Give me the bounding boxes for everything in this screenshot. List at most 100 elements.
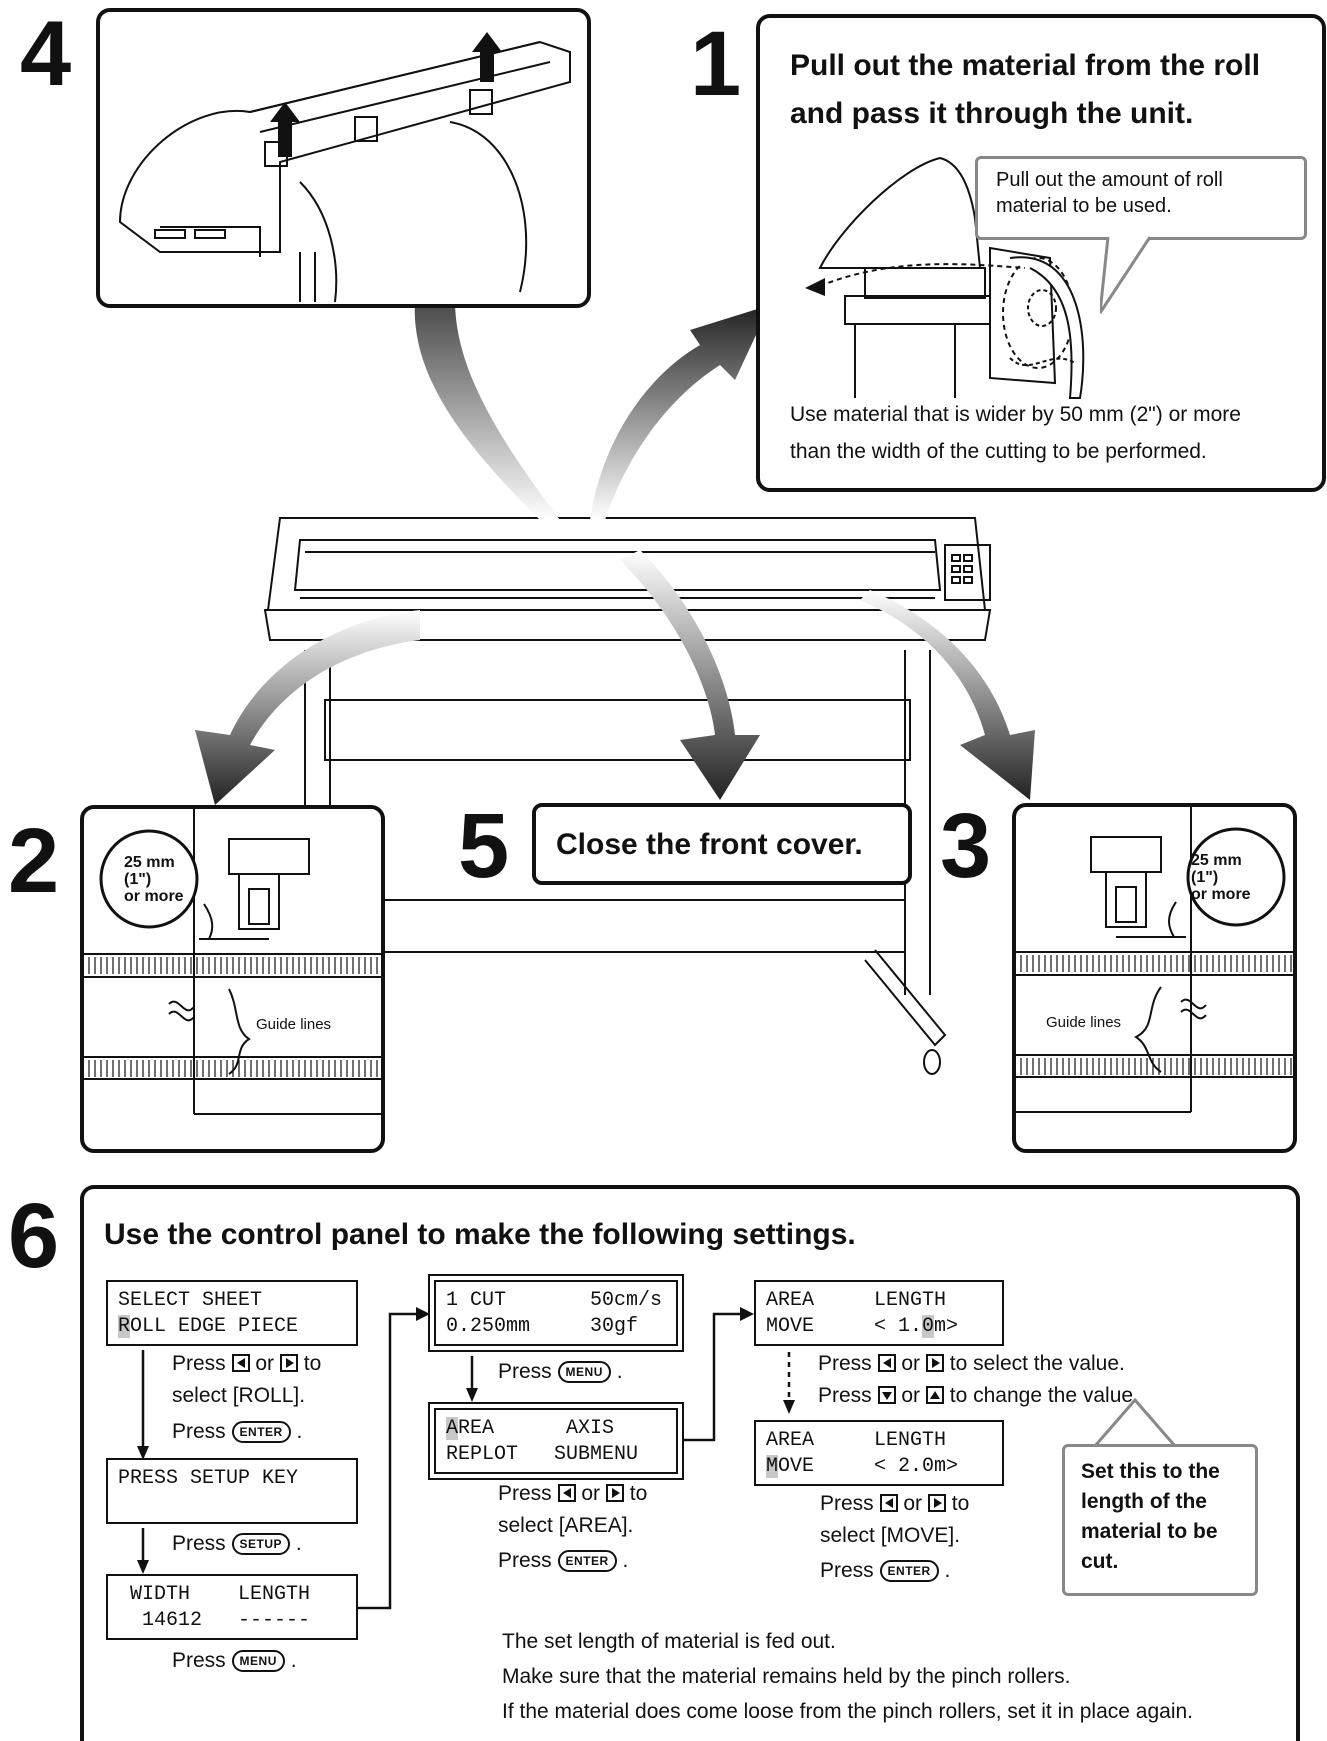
step-6-foot-line-1: The set length of material is fed out. [502, 1630, 836, 1653]
lcd-select-sheet-line-2: OLL EDGE PIECE [130, 1315, 299, 1338]
connector-arrow-2 [684, 1307, 754, 1442]
roll-feed-illustration [805, 156, 1085, 399]
step-1-title-line-2: and pass it through the unit. [790, 97, 1194, 130]
step-6-title: Use the control panel to make the follow… [104, 1218, 856, 1251]
lcd-area-menu: AREA AXIS REPLOT SUBMENU [434, 1408, 678, 1474]
pinch-roller-raise-illustration [118, 32, 571, 303]
enter-key-icon: ENTER [879, 1560, 939, 1582]
guide-line-illustration-right [1016, 807, 1293, 1113]
step-5-panel: Close the front cover. [532, 803, 912, 885]
flow-arrow-3 [466, 1356, 478, 1402]
flow-arrows [195, 255, 1035, 805]
lcd-width-length-line-2: 14612 ------ [118, 1609, 311, 1632]
lcd-area-length-1: AREA LENGTH MOVE < 1.0m> [754, 1280, 1004, 1346]
instr-roll-press: Press or to [172, 1352, 322, 1375]
lcd-select-sheet-line-1: SELECT SHEET [118, 1289, 263, 1312]
right-arrow-key-icon [927, 1494, 946, 1512]
lcd-area-outer [428, 1402, 684, 1480]
instr-select-area: select [AREA]. [498, 1514, 634, 1537]
step-6-callout: Set this to the length of the material t… [1062, 1444, 1258, 1596]
instr-press-setup: Press SETUP . [172, 1532, 302, 1555]
step-1-callout-line-2: material to be used. [996, 195, 1172, 217]
left-arrow-key-icon [877, 1354, 896, 1372]
lcd-area-menu-line-1: REA AXIS [458, 1417, 615, 1440]
step-5-number: 5 [458, 795, 510, 897]
instr-select-move: select [MOVE]. [820, 1524, 961, 1547]
instr-press-enter-2: Press ENTER . [498, 1549, 629, 1572]
lcd-cut-outer [428, 1274, 684, 1352]
up-arrow-key-icon [925, 1386, 944, 1404]
step-3-panel: 25 mm (1") or more Guide lines [1012, 803, 1297, 1153]
lcd-area-menu-line-2: REPLOT SUBMENU [446, 1443, 639, 1466]
lcd-cursor: 0 [922, 1315, 935, 1338]
lcd-area-length-2-line-1: AREA LENGTH [766, 1429, 947, 1452]
step-1-title-line-1: Pull out the material from the roll [790, 49, 1261, 82]
right-arrow-key-icon [605, 1484, 624, 1502]
down-arrow-key-icon [877, 1386, 896, 1404]
callout-pointer [1100, 236, 1152, 314]
step-2-mm-line-1: 25 mm [124, 854, 175, 871]
lcd-width-length: WIDTH LENGTH 14612 ------ [106, 1574, 358, 1640]
enter-key-icon: ENTER [557, 1550, 617, 1572]
step-1-panel: Pull out the material from the roll and … [756, 14, 1326, 492]
lcd-cursor: R [118, 1315, 131, 1338]
step-4-number: 4 [20, 3, 72, 105]
lcd-cut-line-1: 1 CUT 50cm/s [446, 1289, 663, 1312]
step-1-note-line-2: than the width of the cutting to be perf… [790, 440, 1207, 463]
lcd-cursor: M [766, 1455, 779, 1478]
lcd-cursor: A [446, 1417, 459, 1440]
lcd-area-length-1-line-1: AREA LENGTH [766, 1289, 947, 1312]
step-2-panel: 25 mm (1") or more Guide lines [80, 805, 385, 1153]
menu-key-icon: MENU [231, 1650, 285, 1672]
connector-arrow-1 [358, 1307, 430, 1610]
lcd-cut-line-2: 0.250mm 30gf [446, 1315, 639, 1338]
instr-press-menu-1: Press MENU . [172, 1649, 297, 1672]
right-arrow-key-icon [279, 1354, 298, 1372]
right-arrow-key-icon [925, 1354, 944, 1372]
step-1-number: 1 [690, 13, 742, 115]
lcd-width-length-line-1: WIDTH LENGTH [118, 1583, 311, 1606]
step-2-mm-line-3: or more [124, 888, 184, 905]
instr-press-enter-1: Press ENTER . [172, 1420, 303, 1443]
instr-press-enter-3: Press ENTER . [820, 1559, 951, 1582]
left-arrow-key-icon [879, 1494, 898, 1512]
instr-area-press: Press or to [498, 1482, 648, 1505]
flow-arrow-1 [137, 1350, 149, 1460]
instr-select-roll: select [ROLL]. [172, 1384, 306, 1407]
step-3-number: 3 [940, 795, 992, 897]
step-4-panel [96, 8, 591, 308]
step-2-guide-lines-label: Guide lines [256, 1016, 332, 1033]
enter-key-icon: ENTER [231, 1421, 291, 1443]
setup-key-icon: SETUP [231, 1533, 291, 1555]
step-6-number: 6 [8, 1185, 60, 1287]
lcd-press-setup-line-1: PRESS SETUP KEY [118, 1467, 299, 1490]
callout-pointer-6 [1093, 1398, 1177, 1447]
step-1-note-line-1: Use material that is wider by 50 mm (2")… [790, 403, 1241, 426]
step-2-number: 2 [8, 810, 60, 912]
lcd-select-sheet: SELECT SHEET ROLL EDGE PIECE [106, 1280, 358, 1346]
step-3-mm-line-2: (1") [1191, 869, 1219, 886]
lcd-cut: 1 CUT 50cm/s 0.250mm 30gf [434, 1280, 678, 1346]
step-6-foot-line-2: Make sure that the material remains held… [502, 1665, 1071, 1688]
step-6-foot-line-3: If the material does come loose from the… [502, 1700, 1194, 1723]
step-1-callout-line-1: Pull out the amount of roll [996, 169, 1223, 191]
instr-press-menu-2: Press MENU . [498, 1360, 623, 1383]
menu-key-icon: MENU [557, 1361, 611, 1383]
instr-move-press: Press or to [820, 1492, 970, 1515]
left-arrow-key-icon [557, 1484, 576, 1502]
flow-arrow-2 [137, 1528, 149, 1574]
flow-arrow-dashed [783, 1352, 795, 1414]
step-1-callout: Pull out the amount of roll material to … [975, 156, 1307, 240]
step-3-mm-line-3: or more [1191, 886, 1251, 903]
instr-change-value: Press or to change the value. [818, 1384, 1139, 1407]
step-5-label: Close the front cover. [556, 828, 863, 861]
step-2-mm-line-2: (1") [124, 871, 152, 888]
instr-select-value: Press or to select the value. [818, 1352, 1125, 1375]
left-arrow-key-icon [231, 1354, 250, 1372]
lcd-area-length-2: AREA LENGTH MOVE < 2.0m> [754, 1420, 1004, 1486]
guide-line-illustration-left [84, 809, 381, 1115]
step-3-mm-line-1: 25 mm [1191, 852, 1242, 869]
lcd-press-setup: PRESS SETUP KEY [106, 1458, 358, 1524]
step-3-guide-lines-label: Guide lines [1046, 1014, 1122, 1031]
